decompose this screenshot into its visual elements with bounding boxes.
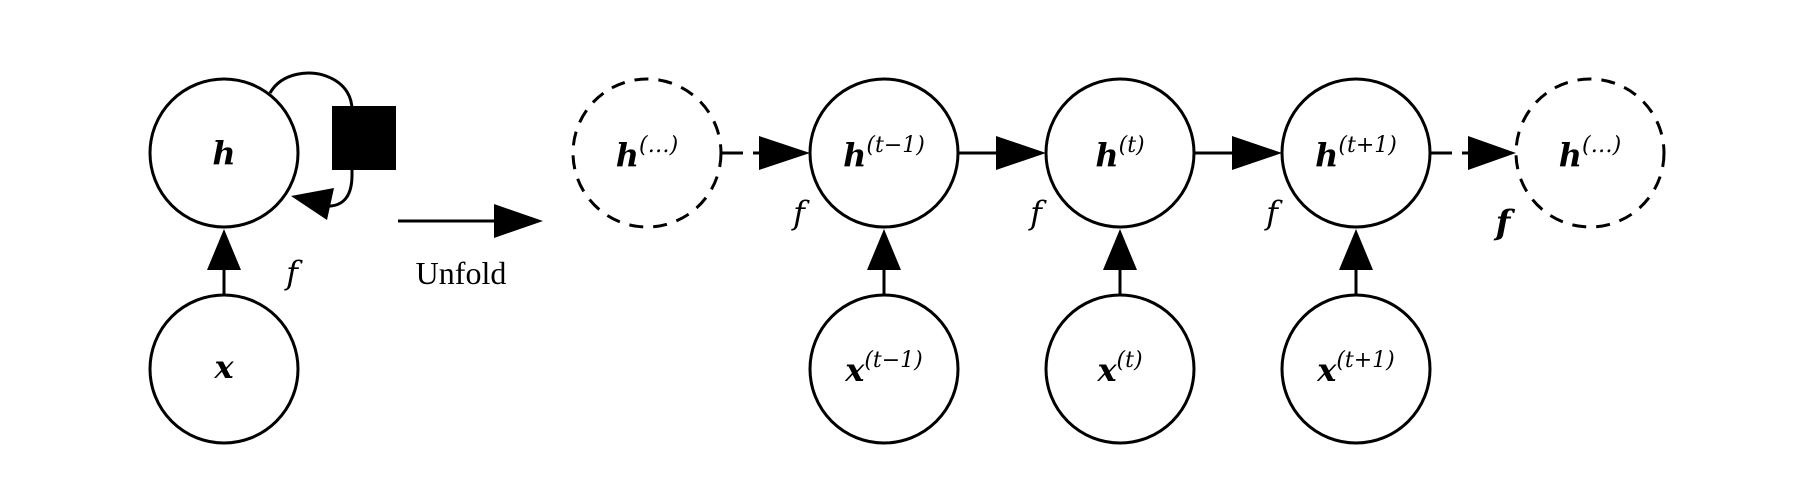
input-arrowhead — [867, 229, 901, 270]
hidden-sup: (t+1) — [1338, 133, 1396, 158]
input-base: x — [1096, 351, 1117, 389]
unfolded-hidden-node-right-dangling — [1514, 77, 1666, 229]
hidden-sup: (t−1) — [866, 133, 924, 158]
right-dangling-sup: (…) — [1582, 133, 1621, 158]
unfolded-hidden-right-dangling-label: h(…) — [1559, 133, 1621, 174]
recurrent-arrowhead — [759, 136, 810, 170]
hidden-base: h — [1095, 136, 1118, 174]
unfold-arrow: Unfold — [398, 204, 543, 291]
folded-input-arrowhead — [207, 229, 241, 270]
hidden-base: h — [1315, 136, 1338, 174]
self-loop-arrowhead — [291, 188, 334, 220]
unfolded-f-label: f — [1264, 194, 1283, 232]
recurrent-arrowhead — [1468, 136, 1516, 170]
unfolded-input-label: x(t) — [1096, 348, 1142, 389]
left-dangling-sup: (…) — [639, 133, 678, 158]
input-sup: (t) — [1117, 348, 1143, 373]
folded-graph: h x f — [148, 71, 396, 445]
unfolded-hidden-label: h(t) — [1095, 133, 1144, 174]
unfolded-hidden-left-dangling-label: h(…) — [616, 133, 678, 174]
unfolded-f-label: f — [791, 194, 810, 232]
unfolded-hidden-label: h(t−1) — [843, 133, 925, 174]
folded-input-label: x — [213, 348, 234, 386]
unfolded-f-label: f — [1028, 194, 1047, 232]
hidden-base: h — [843, 136, 866, 174]
self-loop-edge — [268, 71, 354, 208]
input-sup: (t−1) — [864, 348, 922, 373]
folded-f-label: f — [284, 254, 303, 292]
recurrent-arrowhead — [1232, 136, 1282, 170]
input-sup: (t+1) — [1336, 348, 1394, 373]
hidden-sup: (t) — [1119, 133, 1145, 158]
folded-hidden-node — [148, 77, 300, 229]
unfolded-input-label: x(t−1) — [844, 348, 923, 389]
left-dangling-base: h — [616, 136, 639, 174]
delay-square — [332, 106, 396, 170]
unfold-arrowhead — [494, 204, 543, 238]
unfold-label: Unfold — [416, 255, 507, 291]
unfolded-hidden-label: h(t+1) — [1315, 133, 1397, 174]
input-arrowhead — [1103, 229, 1137, 270]
input-base: x — [844, 351, 865, 389]
recurrent-arrowhead — [996, 136, 1046, 170]
unfolded-f-label: f — [1494, 203, 1516, 243]
input-base: x — [1316, 351, 1337, 389]
folded-hidden-label: h — [212, 134, 235, 172]
unfolded-graph: h(…) h(…) h(t−1) h(t) h(t+1) x(t−1) x(t) — [571, 77, 1666, 445]
right-dangling-base: h — [1559, 136, 1582, 174]
input-arrowhead — [1339, 229, 1373, 270]
unfolded-input-label: x(t+1) — [1316, 348, 1395, 389]
